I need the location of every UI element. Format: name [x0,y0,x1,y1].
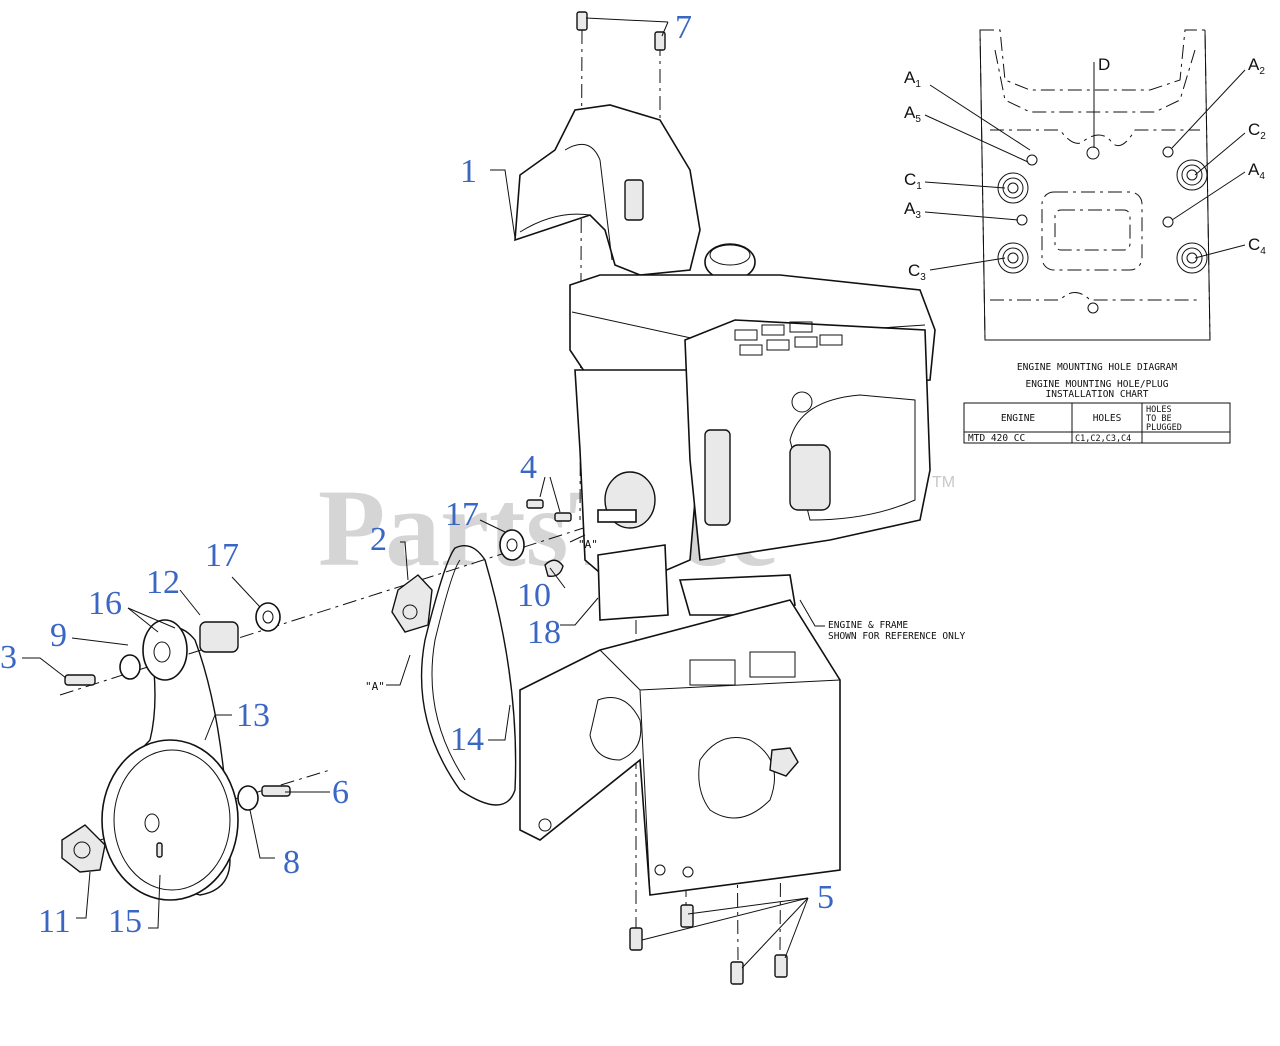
label-c2: C2 [1248,120,1266,142]
label-a3: A3 [904,199,921,221]
bolt-4a [526,499,544,509]
washer-17-left [255,602,281,632]
chart-title-2: INSTALLATION CHART [1046,389,1149,400]
plate-18 [597,544,669,621]
cell-engine: MTD 420 CC [968,433,1025,444]
header-plugged-2: TO BE [1146,414,1172,424]
svg-text:SHOWN FOR REFERENCE ONLY: SHOWN FOR REFERENCE ONLY [828,631,966,642]
callout-17-right: 17 [445,496,479,533]
leader-lines [22,17,809,969]
label-a2: A2 [1248,55,1265,77]
washer-8 [237,785,259,811]
bearing-12 [199,621,239,653]
pulley-16 [142,619,188,681]
label-c1: C1 [904,170,922,192]
callout-5: 5 [817,879,834,916]
callout-12: 12 [146,564,180,601]
callout-7: 7 [675,9,692,46]
watermark-tm: TM [932,474,955,491]
callout-2: 2 [370,521,387,558]
top-bolts [576,11,666,51]
washer-17-right [499,529,525,561]
bolt-4b [554,512,572,522]
install-chart: ENGINE MOUNTING HOLE/PLUG INSTALLATION C… [963,379,1231,444]
frame-assembly [519,599,841,896]
bolt-3 [64,674,96,686]
callout-9: 9 [50,617,67,654]
label-a4: A4 [1248,160,1265,182]
clip-10 [544,559,564,577]
washer-9 [119,654,141,680]
header-holes: HOLES [1093,413,1122,424]
callout-3: 3 [0,639,17,676]
vent-grille [734,321,843,356]
engine-assembly [514,104,936,616]
callout-13: 13 [236,697,270,734]
callout-4: 4 [520,449,537,486]
belt-13 [117,626,231,896]
callout-1: 1 [460,153,477,190]
callout-14: 14 [450,721,484,758]
bolt-6 [261,785,291,797]
label-c4: C4 [1248,235,1266,257]
hole-diagram: A1 A5 C1 A3 C3 D A2 C2 A4 C4 ENGINE MOUN… [904,29,1266,373]
label-d: D [1098,55,1110,74]
header-engine: ENGINE [1001,413,1036,424]
callout-18: 18 [527,614,561,651]
callout-8: 8 [283,844,300,881]
pulley-15 [101,739,239,901]
callout-16: 16 [88,585,122,622]
hub-11 [61,824,106,873]
engine-note: ENGINE & FRAME SHOWN FOR REFERENCE ONLY [799,599,966,642]
label-a5: A5 [904,103,921,125]
callout-numbers: 1 2 3 4 5 6 7 8 9 10 11 12 13 14 15 16 1… [0,9,834,940]
svg-text:ENGINE & FRAME: ENGINE & FRAME [828,620,908,631]
callout-15: 15 [108,903,142,940]
callout-6: 6 [332,774,349,811]
cell-holes: C1,C2,C3,C4 [1075,434,1131,444]
ref-a-right: "A" [578,538,598,551]
chart-title-1: ENGINE MOUNTING HOLE/PLUG [1026,379,1169,390]
callout-11: 11 [38,903,71,940]
header-plugged-1: HOLES [1146,405,1172,415]
ref-a-left: "A" [365,680,385,693]
callout-10: 10 [517,577,551,614]
label-c3: C3 [908,261,926,283]
callout-17-left: 17 [205,537,239,574]
belt-14 [420,545,517,806]
frame-bolts [629,904,788,985]
label-a1: A1 [904,68,921,90]
hole-diagram-title: ENGINE MOUNTING HOLE DIAGRAM [1017,362,1177,373]
idler-2 [391,574,433,633]
header-plugged-3: PLUGGED [1146,423,1182,433]
